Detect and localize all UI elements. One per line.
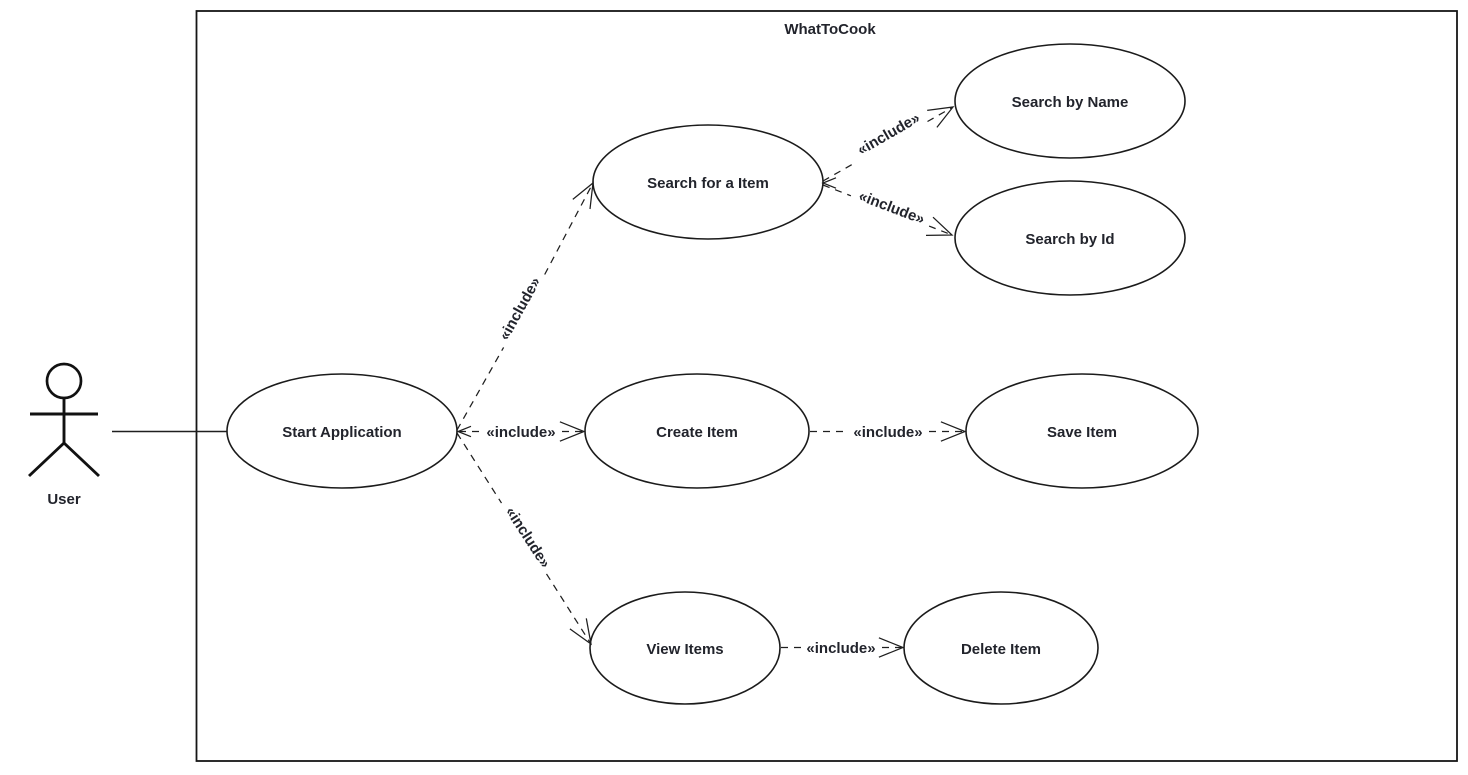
arrowhead-icon bbox=[927, 106, 955, 128]
include-label: «include» bbox=[856, 187, 927, 228]
delete-item-ellipse bbox=[903, 591, 1099, 705]
include-label: «include» bbox=[486, 424, 555, 441]
include-edge-search-for-a-item-search-by-name: «include» bbox=[822, 106, 955, 182]
view-items-ellipse bbox=[589, 591, 781, 705]
use-case-create-item: Create Item bbox=[584, 373, 810, 489]
include-label: «include» bbox=[502, 504, 554, 571]
include-label: «include» bbox=[853, 424, 922, 441]
hub-arrowhead-start-application-icon bbox=[456, 425, 472, 438]
view-items-label: View Items bbox=[646, 641, 723, 658]
edge-line bbox=[822, 162, 855, 182]
actor-head-icon bbox=[45, 362, 83, 400]
create-item-ellipse bbox=[584, 373, 810, 489]
create-item-label: Create Item bbox=[656, 424, 738, 441]
include-edge-start-application-create-item: «include» bbox=[459, 421, 586, 442]
delete-item-label: Delete Item bbox=[961, 641, 1041, 658]
include-label: «include» bbox=[496, 274, 544, 343]
start-application-ellipse bbox=[226, 373, 458, 489]
actor-label: User bbox=[47, 491, 81, 508]
start-application-label: Start Application bbox=[282, 424, 401, 441]
arrowhead-icon bbox=[569, 618, 592, 646]
search-by-name-ellipse bbox=[954, 43, 1186, 159]
edge-line bbox=[822, 184, 852, 197]
search-by-id-ellipse bbox=[954, 180, 1186, 296]
save-item-label: Save Item bbox=[1047, 424, 1117, 441]
arrowhead-icon bbox=[940, 421, 967, 442]
include-label: «include» bbox=[855, 109, 923, 158]
edge-line bbox=[544, 182, 594, 275]
search-by-name-label: Search by Name bbox=[1012, 94, 1129, 111]
edge-line bbox=[927, 106, 954, 123]
include-edge-start-application-search-for-a-item: «include» bbox=[456, 181, 594, 431]
use-case-delete-item: Delete Item bbox=[903, 591, 1099, 705]
use-case-save-item: Save Item bbox=[965, 373, 1199, 489]
use-case-view-items: View Items bbox=[589, 591, 781, 705]
use-case-search-for-a-item: Search for a Item bbox=[592, 124, 824, 240]
use-case-search-by-id: Search by Id bbox=[954, 180, 1186, 296]
actor-leg-right-icon bbox=[63, 441, 100, 478]
edge-line bbox=[456, 432, 503, 504]
search-for-a-item-label: Search for a Item bbox=[647, 175, 769, 192]
include-edge-view-items-delete-item: «include» bbox=[781, 637, 905, 658]
arrowhead-icon bbox=[878, 637, 905, 658]
arrowhead-icon bbox=[559, 421, 586, 442]
search-for-a-item-ellipse bbox=[592, 124, 824, 240]
include-label: «include» bbox=[806, 640, 875, 657]
hub-arrowhead-search-for-a-item-icon bbox=[821, 177, 837, 189]
arrowhead-icon bbox=[925, 216, 954, 237]
include-edge-start-application-view-items: «include» bbox=[456, 432, 592, 646]
use-case-start-application: Start Application bbox=[226, 373, 458, 489]
arrowhead-icon bbox=[572, 181, 594, 210]
search-by-id-label: Search by Id bbox=[1025, 231, 1114, 248]
edge-line bbox=[545, 573, 592, 645]
actor-user: User bbox=[28, 362, 100, 508]
save-item-ellipse bbox=[965, 373, 1199, 489]
include-edge-search-for-a-item-search-by-id: «include» bbox=[822, 184, 954, 237]
edge-line bbox=[456, 347, 505, 431]
edge-line bbox=[928, 225, 953, 236]
include-edge-create-item-save-item: «include» bbox=[810, 421, 967, 442]
actor-leg-left-icon bbox=[28, 441, 65, 478]
system-boundary bbox=[195, 10, 1458, 762]
system-title: WhatToCook bbox=[784, 21, 876, 38]
use-case-search-by-name: Search by Name bbox=[954, 43, 1186, 159]
